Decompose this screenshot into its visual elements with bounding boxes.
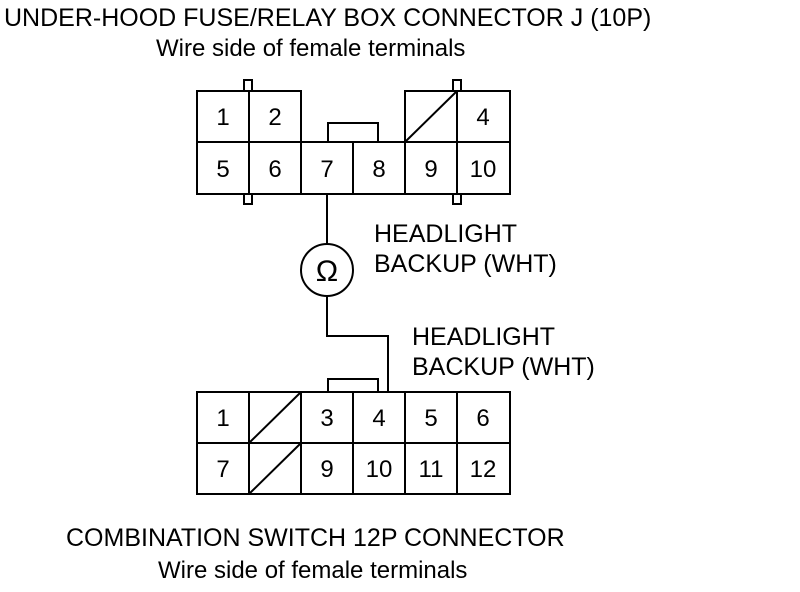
ohmmeter-icon — [300, 243, 354, 297]
bottom-connector-title: COMBINATION SWITCH 12P CONNECTOR — [66, 524, 565, 552]
bottom-terminal-12: 12 — [470, 456, 497, 483]
bottom-terminal-5: 5 — [424, 405, 437, 432]
headlight-backup-wire — [300, 194, 389, 392]
top-terminal-6: 6 — [268, 156, 281, 183]
lower-wire-label-line1: HEADLIGHT — [412, 323, 556, 351]
top-terminal-1: 1 — [216, 104, 229, 131]
bottom-terminal-1: 1 — [216, 405, 229, 432]
top-connector-title: UNDER-HOOD FUSE/RELAY BOX CONNECTOR J (1… — [4, 4, 652, 32]
top-blank-cavity-mark — [404, 90, 458, 143]
bottom-blank-cavity-mark-upper — [248, 391, 302, 444]
top-terminal-2: 2 — [268, 104, 281, 131]
top-connector-subtitle: Wire side of female terminals — [156, 35, 466, 62]
bottom-terminal-11: 11 — [419, 456, 444, 483]
bottom-terminal-9: 9 — [320, 456, 333, 483]
top-terminal-5: 5 — [216, 156, 229, 183]
top-connector-housing — [196, 79, 511, 205]
bottom-terminal-10: 10 — [366, 456, 393, 483]
bottom-terminal-6: 6 — [476, 405, 489, 432]
bottom-blank-cavity-mark-lower — [248, 442, 302, 495]
top-terminal-8: 8 — [372, 156, 385, 183]
upper-wire-label-line2: BACKUP (WHT) — [374, 250, 557, 278]
bottom-terminal-4: 4 — [372, 405, 385, 432]
bottom-terminal-3: 3 — [320, 405, 333, 432]
top-terminal-4: 4 — [476, 104, 489, 131]
bottom-connector-housing — [196, 378, 511, 495]
top-connector-terminals: 1 2 4 5 6 7 8 9 10 — [216, 104, 496, 183]
bottom-connector-subtitle: Wire side of female terminals — [158, 557, 468, 584]
top-terminal-10: 10 — [470, 156, 497, 183]
ohm-symbol: Ω — [316, 255, 338, 288]
bottom-connector-terminals: 1 3 4 5 6 7 9 10 11 12 — [216, 405, 496, 483]
upper-wire-label-line1: HEADLIGHT — [374, 220, 518, 248]
bottom-terminal-7: 7 — [216, 456, 229, 483]
top-terminal-9: 9 — [424, 156, 437, 183]
lower-wire-label-line2: BACKUP (WHT) — [412, 353, 595, 381]
top-terminal-7: 7 — [320, 156, 333, 183]
